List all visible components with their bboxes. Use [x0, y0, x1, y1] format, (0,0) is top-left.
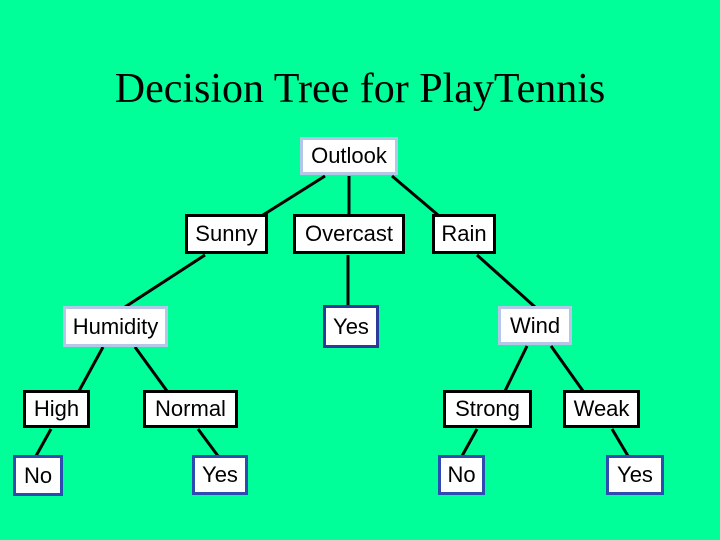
edge-humidity-high [77, 346, 105, 392]
node-high: High [23, 390, 90, 428]
node-humidity: Humidity [63, 306, 168, 347]
node-overcast: Overcast [293, 214, 405, 254]
node-rain: Rain [432, 214, 496, 254]
edge-high-no-high [34, 428, 53, 457]
node-yes-overcast: Yes [323, 305, 379, 348]
node-weak: Weak [563, 390, 640, 428]
edge-normal-yes-normal [196, 428, 220, 457]
edge-strong-no-strong [460, 428, 479, 457]
edge-weak-yes-weak [610, 428, 630, 457]
edge-wind-strong [503, 345, 529, 392]
node-yes-weak: Yes [606, 455, 664, 495]
edge-sunny-humidity [124, 253, 206, 309]
edge-outlook-rain [391, 174, 439, 217]
edge-wind-weak [549, 345, 585, 392]
node-outlook: Outlook [300, 137, 398, 175]
edge-rain-wind [475, 253, 537, 309]
node-strong: Strong [443, 390, 532, 428]
slide-title: Decision Tree for PlayTennis [114, 66, 606, 112]
node-no-strong: No [438, 455, 485, 495]
edge-outlook-sunny [262, 174, 326, 217]
node-sunny: Sunny [185, 214, 268, 254]
edge-humidity-normal [133, 346, 169, 392]
node-yes-normal: Yes [192, 455, 248, 495]
node-no-high: No [13, 455, 63, 496]
node-normal: Normal [143, 390, 238, 428]
node-wind: Wind [498, 306, 572, 345]
